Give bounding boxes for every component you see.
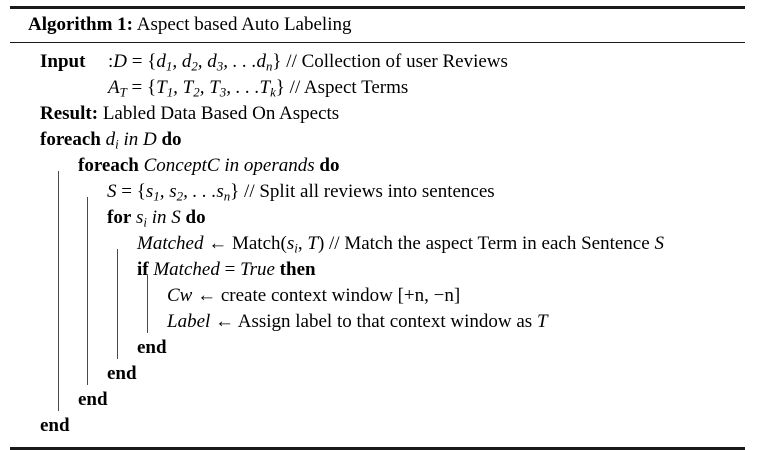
input-a-var: A: [108, 77, 120, 98]
label-term-var: T: [536, 311, 548, 332]
if-keyword: if: [137, 259, 149, 280]
line-assign-label: Label ← Assign label to that context win…: [10, 309, 745, 335]
algorithm-caption: Algorithm 1: Aspect based Auto Labeling: [10, 9, 745, 42]
input-a-comment: // Aspect Terms: [289, 77, 409, 98]
matched-comment-var: S: [654, 233, 664, 254]
caption-rule: [10, 42, 745, 43]
line-foreach-concept: foreach ConceptC in operands do: [10, 153, 745, 179]
for-keyword: for: [107, 207, 132, 228]
for-in: in: [151, 207, 167, 228]
s-close: }: [230, 181, 240, 202]
input-a-subscript: T: [119, 84, 127, 100]
if-then: then: [279, 259, 316, 280]
algorithm-label: Algorithm 1:: [28, 14, 134, 35]
foreach2-keyword: foreach: [78, 155, 139, 176]
input-label: Input: [40, 51, 86, 72]
input-colon: :: [108, 51, 114, 72]
label-var: Label: [167, 311, 211, 332]
foreach1-collection: D: [142, 129, 157, 150]
foreach2-collection: operands: [243, 155, 315, 176]
cw-var: Cw: [167, 285, 193, 306]
if-eq: =: [219, 259, 241, 280]
end-foreach-concept-keyword: end: [78, 389, 108, 410]
matched-function: Match(: [231, 233, 287, 254]
line-end-for: end: [10, 361, 745, 387]
input-a-close: }: [275, 77, 285, 98]
input-d-comment: // Collection of user Reviews: [286, 51, 508, 72]
for-var: si: [136, 207, 148, 230]
if-value: True: [240, 259, 275, 280]
top-rule: [10, 6, 745, 9]
input-d-open: {: [147, 51, 157, 72]
line-end-foreach-documents: end: [10, 413, 745, 439]
nesting-rule-level-1: [58, 171, 59, 411]
line-input-d: Input:D = {d1, d2, d3, . . .dn} // Colle…: [10, 49, 745, 75]
line-end-if: end: [10, 335, 745, 361]
algorithm-body: Input:D = {d1, d2, d3, . . .dn} // Colle…: [10, 43, 745, 447]
input-a-eq: =: [126, 77, 148, 98]
line-foreach-documents: foreach di in D do: [10, 127, 745, 153]
end-foreach-documents-keyword: end: [40, 415, 70, 436]
s-var: S: [107, 181, 117, 202]
cw-text: create context window: [220, 285, 393, 306]
foreach2-var: ConceptC: [143, 155, 220, 176]
if-var: Matched: [153, 259, 220, 280]
line-split-sentences: S = {s1, s2, . . .sn} // Split all revie…: [10, 179, 745, 205]
label-assign-arrow-icon: ←: [215, 311, 235, 332]
for-do: do: [185, 207, 206, 228]
nesting-rule-level-4: [147, 275, 148, 333]
foreach1-keyword: foreach: [40, 129, 101, 150]
foreach2-do: do: [319, 155, 340, 176]
foreach1-do: do: [161, 129, 182, 150]
foreach2-in: in: [224, 155, 240, 176]
matched-close-paren: ): [317, 233, 325, 254]
result-label: Result:: [40, 103, 99, 124]
line-matched-assign: Matched ← Match(si, T) // Match the aspe…: [137, 233, 664, 256]
cw-assign-arrow-icon: ←: [197, 285, 217, 306]
for-collection: S: [171, 207, 181, 228]
line-if-matched: if Matched = True then: [10, 257, 745, 283]
line-create-context-window: Cw ← create context window [+n, −n]: [10, 283, 745, 309]
s-open: {: [136, 181, 146, 202]
assign-arrow-icon: ←: [208, 233, 228, 254]
s-items: s1, s2, . . .sn: [145, 181, 231, 204]
foreach1-in: in: [123, 129, 139, 150]
input-a-open: {: [147, 77, 157, 98]
matched-arg-sentence: si: [286, 233, 298, 256]
s-comment: // Split all reviews into sentences: [244, 181, 495, 202]
line-end-foreach-concept: end: [10, 387, 745, 413]
line-input-aspect-terms: AT = {T1, T2, T3, . . .Tk} // Aspect Ter…: [10, 75, 745, 101]
input-d-close: }: [272, 51, 282, 72]
input-d-items: d1, d2, d3, . . .dn: [156, 51, 273, 74]
result-text: Labled Data Based On Aspects: [102, 103, 340, 124]
line-for-sentence: for si in S do: [10, 205, 745, 231]
input-d-var: D: [113, 51, 128, 72]
matched-arg-term: T: [307, 233, 318, 254]
line-result: Result: Labled Data Based On Aspects: [10, 101, 745, 127]
input-d-eq: =: [127, 51, 148, 72]
algorithm-block: Algorithm 1: Aspect based Auto Labeling …: [10, 6, 745, 450]
end-if-keyword: end: [137, 337, 167, 358]
label-text: Assign label to that context window as: [237, 311, 533, 332]
matched-comment: // Match the aspect Term in each Sentenc…: [329, 233, 650, 254]
end-for-keyword: end: [107, 363, 137, 384]
algorithm-title: Aspect based Auto Labeling: [136, 14, 352, 35]
matched-var: Matched: [137, 233, 204, 254]
foreach1-var: di: [105, 129, 119, 152]
nesting-rule-level-3: [117, 249, 118, 359]
input-a-items: T1, T2, T3, . . .Tk: [156, 77, 276, 100]
nesting-rule-level-2: [87, 197, 88, 385]
s-eq: =: [116, 181, 137, 202]
cw-window-range: [+n, −n]: [397, 285, 461, 306]
